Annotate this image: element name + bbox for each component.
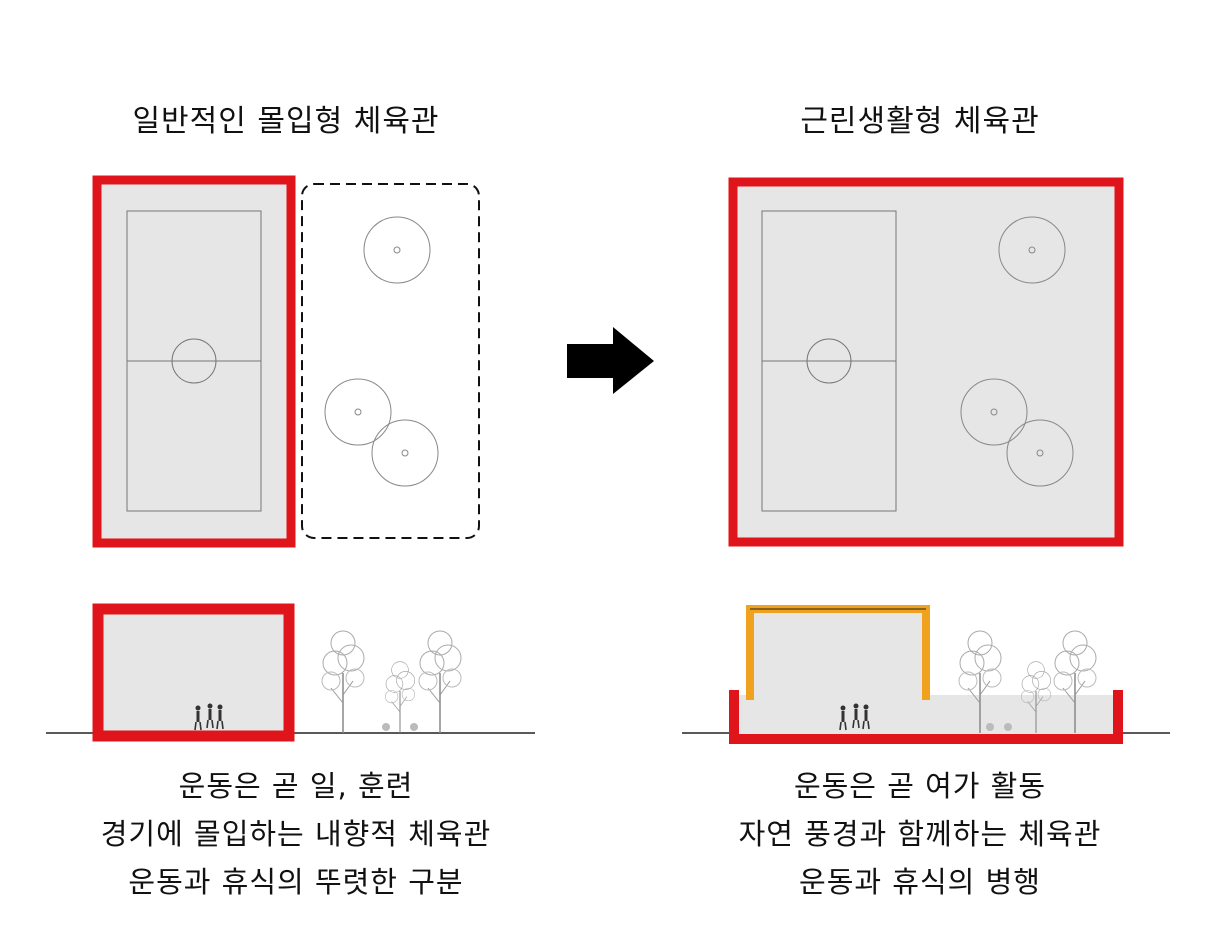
right-section-base-wall	[729, 690, 1123, 744]
right-section	[682, 605, 1170, 744]
left-section	[46, 603, 535, 742]
right-section-floor	[738, 695, 1116, 735]
right-arrow-icon	[567, 327, 654, 394]
right-plan	[728, 177, 1124, 547]
left-section-gym	[92, 603, 295, 742]
tree-icon	[418, 630, 462, 734]
right-section-gym-volume	[753, 609, 923, 699]
left-caption-line-2: 경기에 몰입하는 내향적 체육관	[100, 817, 492, 851]
right-plan-center-circle	[806, 338, 852, 384]
right-caption-line-2: 자연 풍경과 함께하는 체육관	[738, 817, 1102, 851]
left-plan-tree-canopies	[324, 216, 439, 487]
right-title: 근린생활형 체육관	[800, 104, 1040, 139]
left-plan-center-circle	[171, 338, 217, 384]
tree-icon	[384, 661, 416, 734]
right-caption-line-3: 운동과 휴식의 병행	[799, 865, 1041, 899]
right-plan-gym-wall	[728, 177, 1124, 547]
left-caption-line-1: 운동은 곧 일, 훈련	[178, 769, 414, 803]
right-caption-line-1: 운동은 곧 여가 활동	[793, 769, 1047, 803]
left-plan	[92, 175, 480, 548]
right-caption: 운동은 곧 여가 활동 자연 풍경과 함께하는 체육관 운동과 휴식의 병행	[660, 762, 1180, 906]
right-plan-tree-canopies	[960, 216, 1074, 487]
left-title: 일반적인 몰입형 체육관	[132, 104, 440, 139]
left-caption-line-3: 운동과 휴식의 뚜렷한 구분	[128, 865, 464, 899]
left-plan-outdoor-zone	[301, 183, 480, 539]
left-caption: 운동은 곧 일, 훈련 경기에 몰입하는 내향적 체육관 운동과 휴식의 뚜렷한…	[36, 762, 556, 906]
tree-icon	[321, 630, 365, 734]
